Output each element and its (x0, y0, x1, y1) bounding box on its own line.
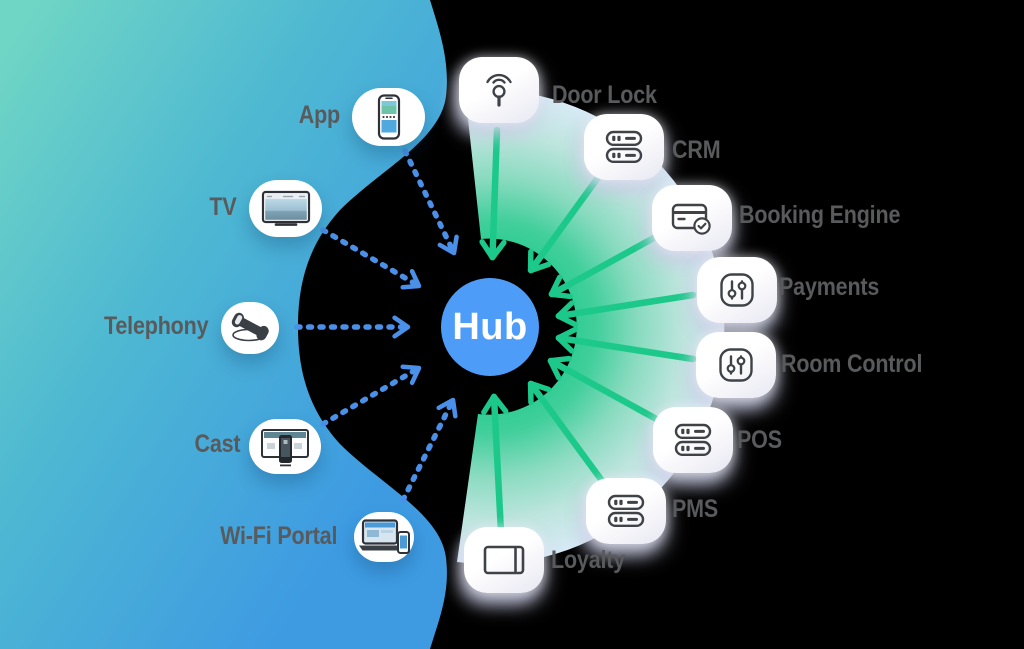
hub-node: Hub (441, 278, 539, 376)
arrow-tv-to-hub (320, 227, 422, 290)
arrow-wifi-to-hub (400, 397, 458, 503)
room-control-node (696, 332, 776, 398)
door-lock-label: Door Lock (552, 81, 657, 109)
room-control-label: Room Control (781, 350, 923, 378)
vertical-sliders-icon (720, 273, 754, 307)
credit-card-check-icon (671, 203, 711, 235)
arrow-pms-to-hub (527, 380, 615, 497)
arrow-app-to-hub (402, 148, 459, 256)
loyalty-label: Loyalty (551, 546, 626, 574)
app-node (352, 88, 425, 146)
wifi-portal-node (354, 512, 414, 562)
server-stack-icon (605, 130, 643, 164)
tv-icon (261, 190, 310, 226)
right-arrows (479, 126, 697, 536)
arrow-pos-to-hub (547, 355, 673, 430)
arrow-roomcontrol-to-hub (555, 326, 697, 363)
cast-label: Cast (194, 430, 240, 458)
pos-node (653, 407, 733, 473)
booking-engine-label: Booking Engine (739, 201, 901, 229)
arrow-booking-to-hub (548, 225, 674, 300)
server-stack-icon (674, 423, 712, 457)
loyalty-node (464, 527, 544, 593)
left-arrows (294, 148, 459, 503)
key-card-icon (483, 545, 525, 575)
arrow-crm-to-hub (527, 157, 614, 274)
hub-label: Hub (452, 305, 528, 348)
arrow-loyalty-to-hub (481, 393, 509, 536)
pos-label: POS (737, 426, 782, 454)
wifi-portal-label: Wi-Fi Portal (219, 522, 337, 550)
telephony-node (221, 302, 279, 354)
telephone-handset-icon (231, 312, 269, 342)
arrow-doorlock-to-hub (479, 126, 507, 261)
crm-node (584, 114, 664, 180)
arrow-payments-to-hub (555, 291, 697, 328)
app-label: App (298, 101, 340, 129)
tv-label: TV (209, 193, 237, 221)
smartphone-icon (377, 94, 400, 140)
booking-engine-node (652, 185, 732, 251)
telephony-label: Telephony (103, 312, 209, 340)
laptop-and-phone-icon (359, 519, 410, 554)
cast-screen-icon (261, 428, 309, 466)
pms-node (586, 478, 666, 544)
payments-node (697, 257, 777, 323)
wireless-keyhole-icon (486, 73, 512, 107)
crm-label: CRM (672, 136, 721, 164)
tv-node (249, 180, 322, 237)
server-stack-icon (607, 494, 645, 528)
arrow-cast-to-hub (320, 364, 422, 427)
cast-node (249, 419, 321, 474)
payments-label: Payments (779, 273, 880, 301)
pms-label: PMS (672, 495, 719, 523)
door-lock-node (459, 57, 539, 123)
vertical-sliders-icon (719, 348, 753, 382)
